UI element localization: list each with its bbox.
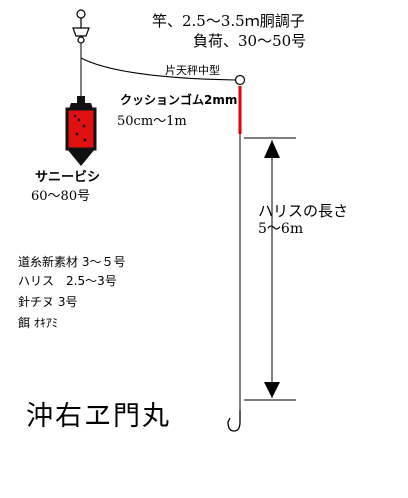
sinker-name: サニービシ — [35, 170, 101, 185]
hook-icon — [227, 410, 241, 432]
harisu-length-value: 5〜6m — [258, 221, 304, 237]
tenbin-arm — [80, 57, 237, 81]
cushion-gomu-length: 50cm〜1m — [117, 114, 187, 129]
tackle-item: 針チヌ 3号 — [18, 295, 78, 309]
tackle-item: ハリス 2.5〜3号 — [18, 274, 117, 288]
boat-name: 沖右ヱ門丸 — [26, 401, 171, 432]
sinker-icon — [65, 96, 97, 166]
dimension-arrow-up — [264, 140, 280, 158]
swivel-top-ring — [76, 9, 86, 19]
tackle-item: 道糸新素材 3〜５号 — [18, 255, 126, 269]
tackle-item: 餌 ｵｷｱﾐ — [18, 316, 58, 330]
rod-spec-line2: 負荷、30〜50号 — [193, 32, 307, 50]
rod-spec-line1: 竿、2.5〜3.5ｍ胴調子 — [152, 12, 305, 30]
swivel-barrel — [72, 27, 90, 37]
sinker-weight: 60〜80号 — [31, 189, 91, 204]
tenbin-label: 片天秤中型 — [165, 64, 220, 77]
cushion-gomu-label: クッションゴム2mm — [120, 93, 238, 107]
dimension-arrow-down — [264, 382, 280, 398]
tenbin-ring — [234, 74, 246, 86]
harisu-length-label: ハリスの長さ — [258, 202, 349, 220]
swivel-bottom-ring — [77, 36, 85, 44]
